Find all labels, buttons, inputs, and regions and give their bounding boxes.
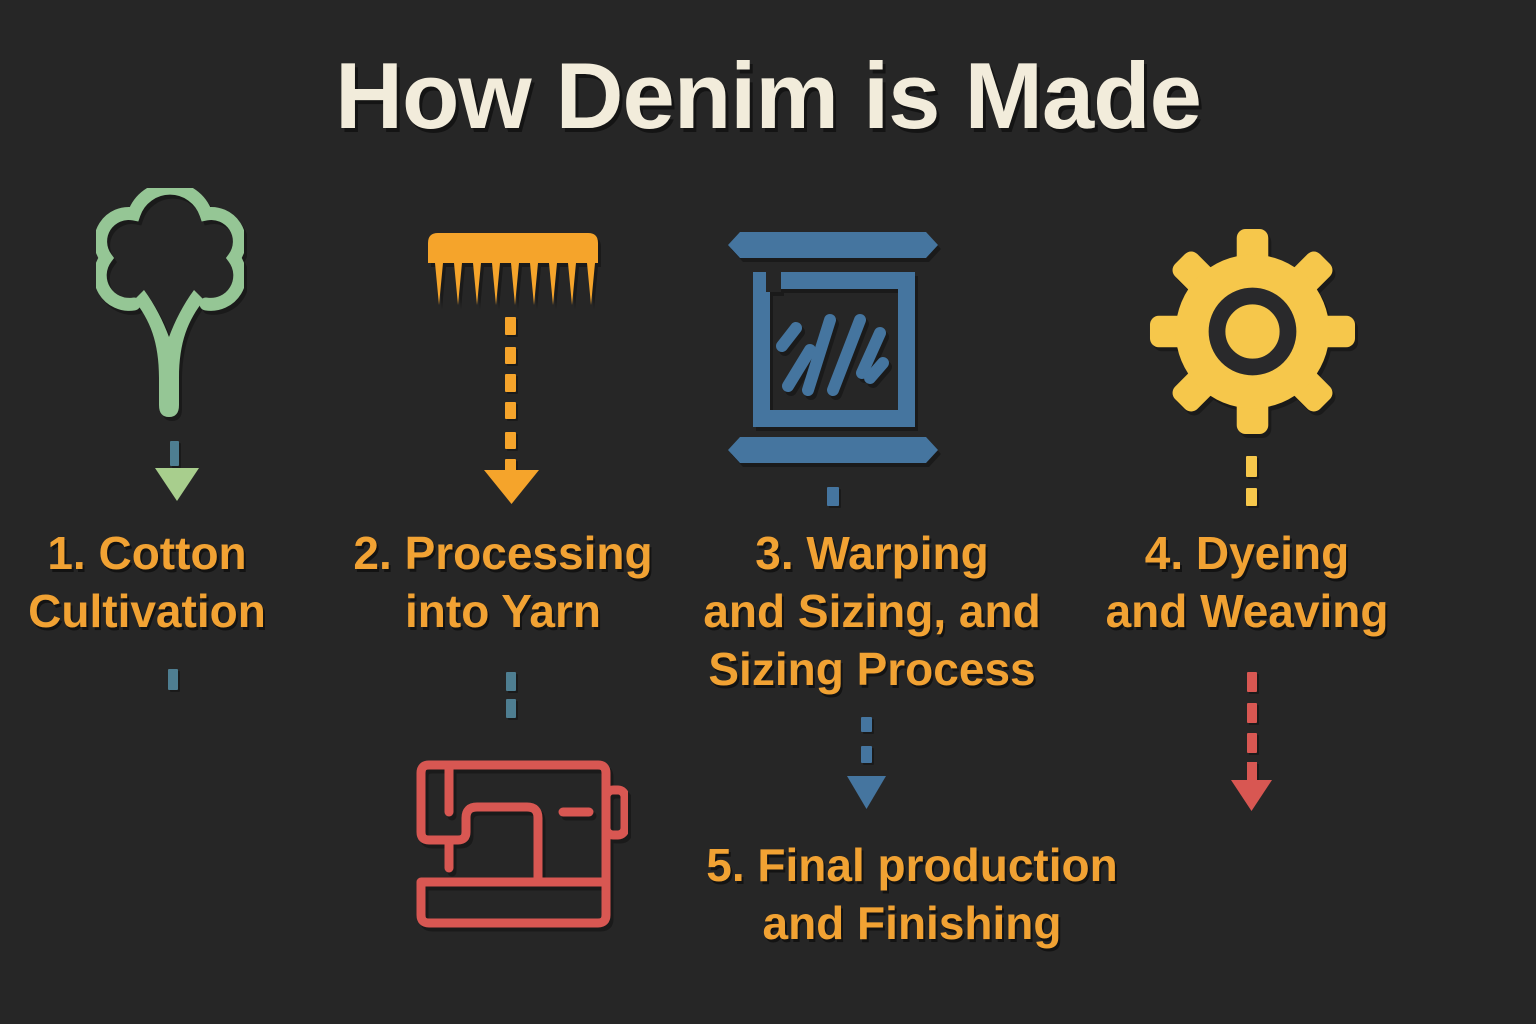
step-5-label-line2: and Finishing bbox=[762, 897, 1062, 949]
connector-dash bbox=[1247, 703, 1257, 723]
sewing-machine-icon bbox=[416, 760, 628, 928]
connector-dash bbox=[1247, 672, 1257, 692]
step-1-label: 1. Cotton Cultivation bbox=[0, 524, 294, 640]
down-arrow-icon bbox=[847, 776, 886, 809]
connector-dash bbox=[170, 441, 179, 466]
step-3-label-line1: 3. Warping bbox=[755, 527, 989, 579]
step-4-label-line1: 4. Dyeing bbox=[1144, 527, 1350, 579]
connector-dash bbox=[505, 432, 516, 449]
step-4-label-line2: and Weaving bbox=[1105, 585, 1389, 637]
connector-dash bbox=[1247, 762, 1257, 782]
warping-loom-icon bbox=[728, 232, 938, 463]
connector-dash bbox=[168, 669, 178, 690]
carding-comb-icon bbox=[428, 233, 598, 305]
connector-dash bbox=[505, 402, 516, 419]
step-2-label-line2: into Yarn bbox=[405, 585, 601, 637]
down-arrow-icon bbox=[1231, 780, 1272, 811]
connector-dash bbox=[505, 374, 516, 392]
step-3-label-line3: Sizing Process bbox=[708, 643, 1036, 695]
step-1-label-line2: Cultivation bbox=[28, 585, 266, 637]
step-2-label: 2. Processing into Yarn bbox=[353, 524, 653, 640]
connector-dash bbox=[505, 459, 516, 473]
connector-dash bbox=[506, 699, 516, 718]
cotton-plant-icon bbox=[96, 188, 244, 417]
connector-dash bbox=[505, 317, 516, 335]
step-3-label-line2: and Sizing, and bbox=[703, 585, 1041, 637]
connector-dash bbox=[861, 717, 872, 732]
step-1-label-line1: 1. Cotton bbox=[47, 527, 247, 579]
connector-dash bbox=[827, 487, 839, 506]
step-4-label: 4. Dyeing and Weaving bbox=[1097, 524, 1397, 640]
down-arrow-icon bbox=[484, 470, 539, 504]
connector-dash bbox=[505, 347, 516, 364]
connector-dash bbox=[506, 672, 516, 691]
step-5-label: 5. Final production and Finishing bbox=[662, 836, 1162, 952]
connector-dash bbox=[1246, 488, 1257, 506]
connector-dash bbox=[861, 746, 872, 763]
step-5-label-line1: 5. Final production bbox=[706, 839, 1118, 891]
connector-dash bbox=[1246, 456, 1257, 477]
connector-dash bbox=[1247, 733, 1257, 753]
step-3-label: 3. Warping and Sizing, and Sizing Proces… bbox=[672, 524, 1072, 698]
down-arrow-icon bbox=[155, 468, 199, 501]
gear-icon bbox=[1149, 228, 1356, 435]
step-2-label-line1: 2. Processing bbox=[353, 527, 653, 579]
page-title: How Denim is Made bbox=[335, 43, 1202, 148]
